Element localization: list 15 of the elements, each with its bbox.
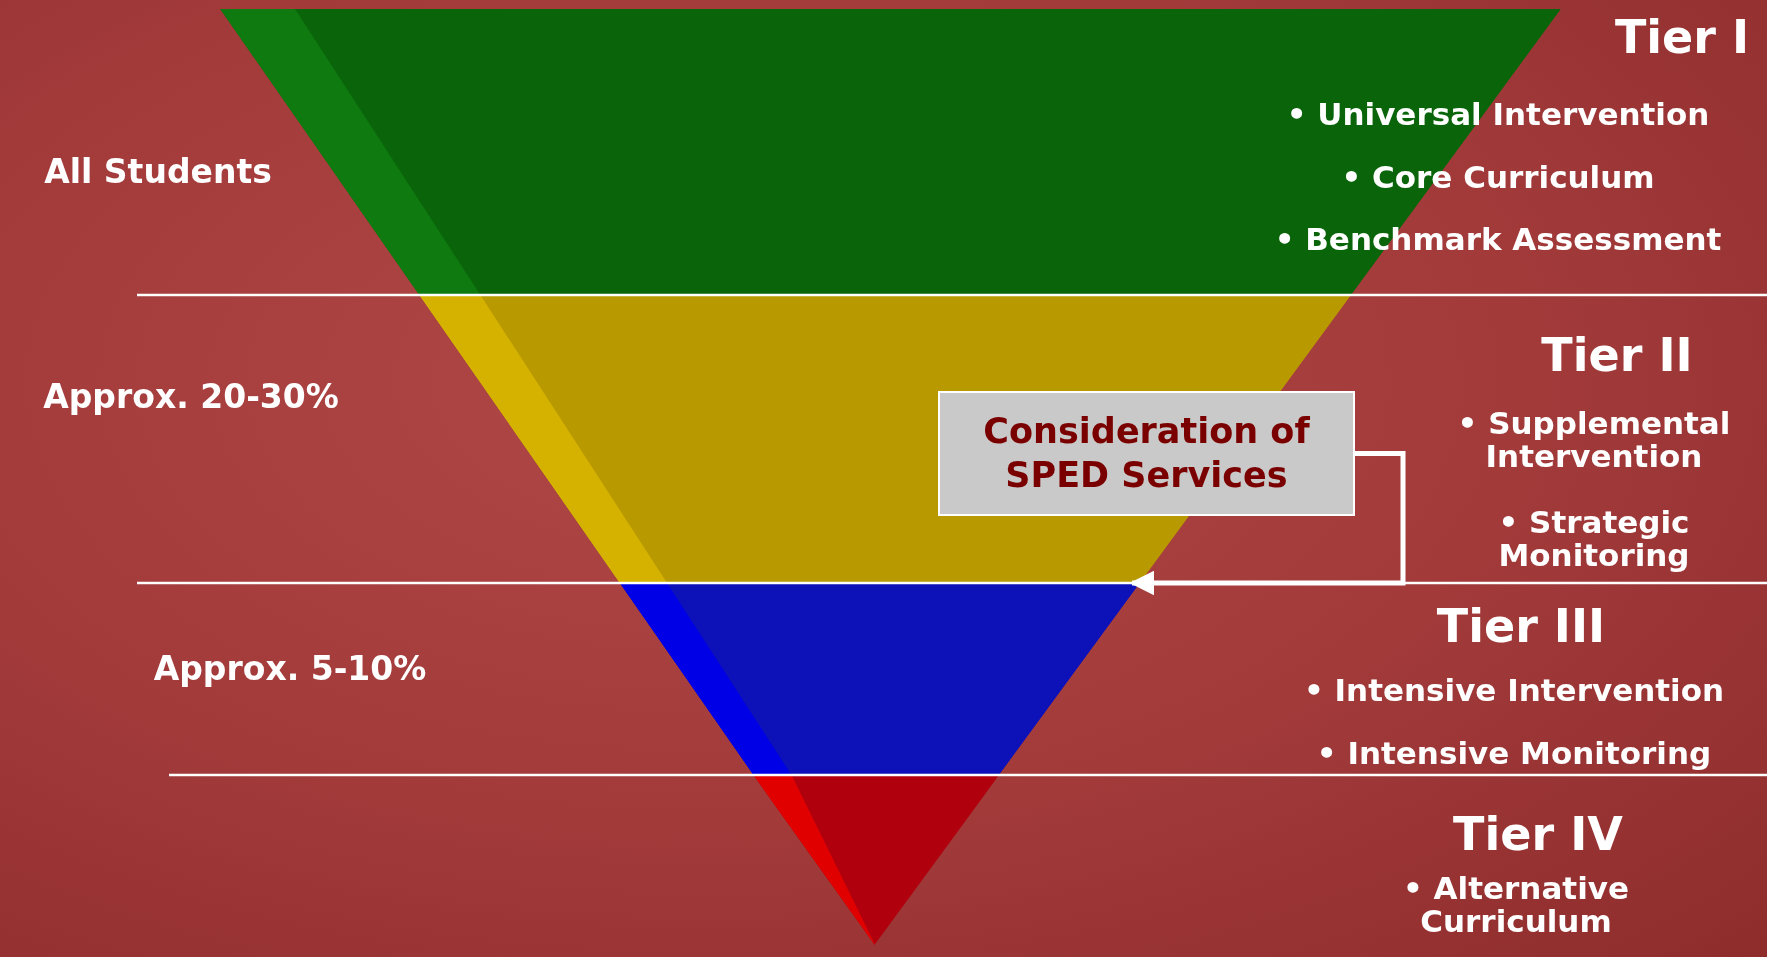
tier-heading: Tier IV [1453, 810, 1623, 860]
tier-heading: Tier II [1541, 331, 1693, 381]
bullet-item: • Alternative Curriculum [1402, 871, 1630, 939]
group-label: All Students [44, 154, 272, 190]
bullet-item: • Supplemental Intervention [1456, 406, 1732, 474]
tier-heading: Tier I [1614, 13, 1750, 63]
group-label: Approx. 20-30% [43, 379, 339, 415]
bullet-item: • Intensive Intervention [1303, 674, 1725, 708]
bullet-item: • Intensive Monitoring [1316, 737, 1712, 771]
group-label: Approx. 5-10% [153, 651, 427, 687]
bullet-item: • Universal Intervention [1286, 98, 1710, 132]
tier-heading: Tier III [1436, 602, 1606, 652]
arrow [1129, 451, 1406, 596]
bullet-item: • Strategic Monitoring [1497, 505, 1691, 573]
tier-band [753, 775, 1000, 947]
